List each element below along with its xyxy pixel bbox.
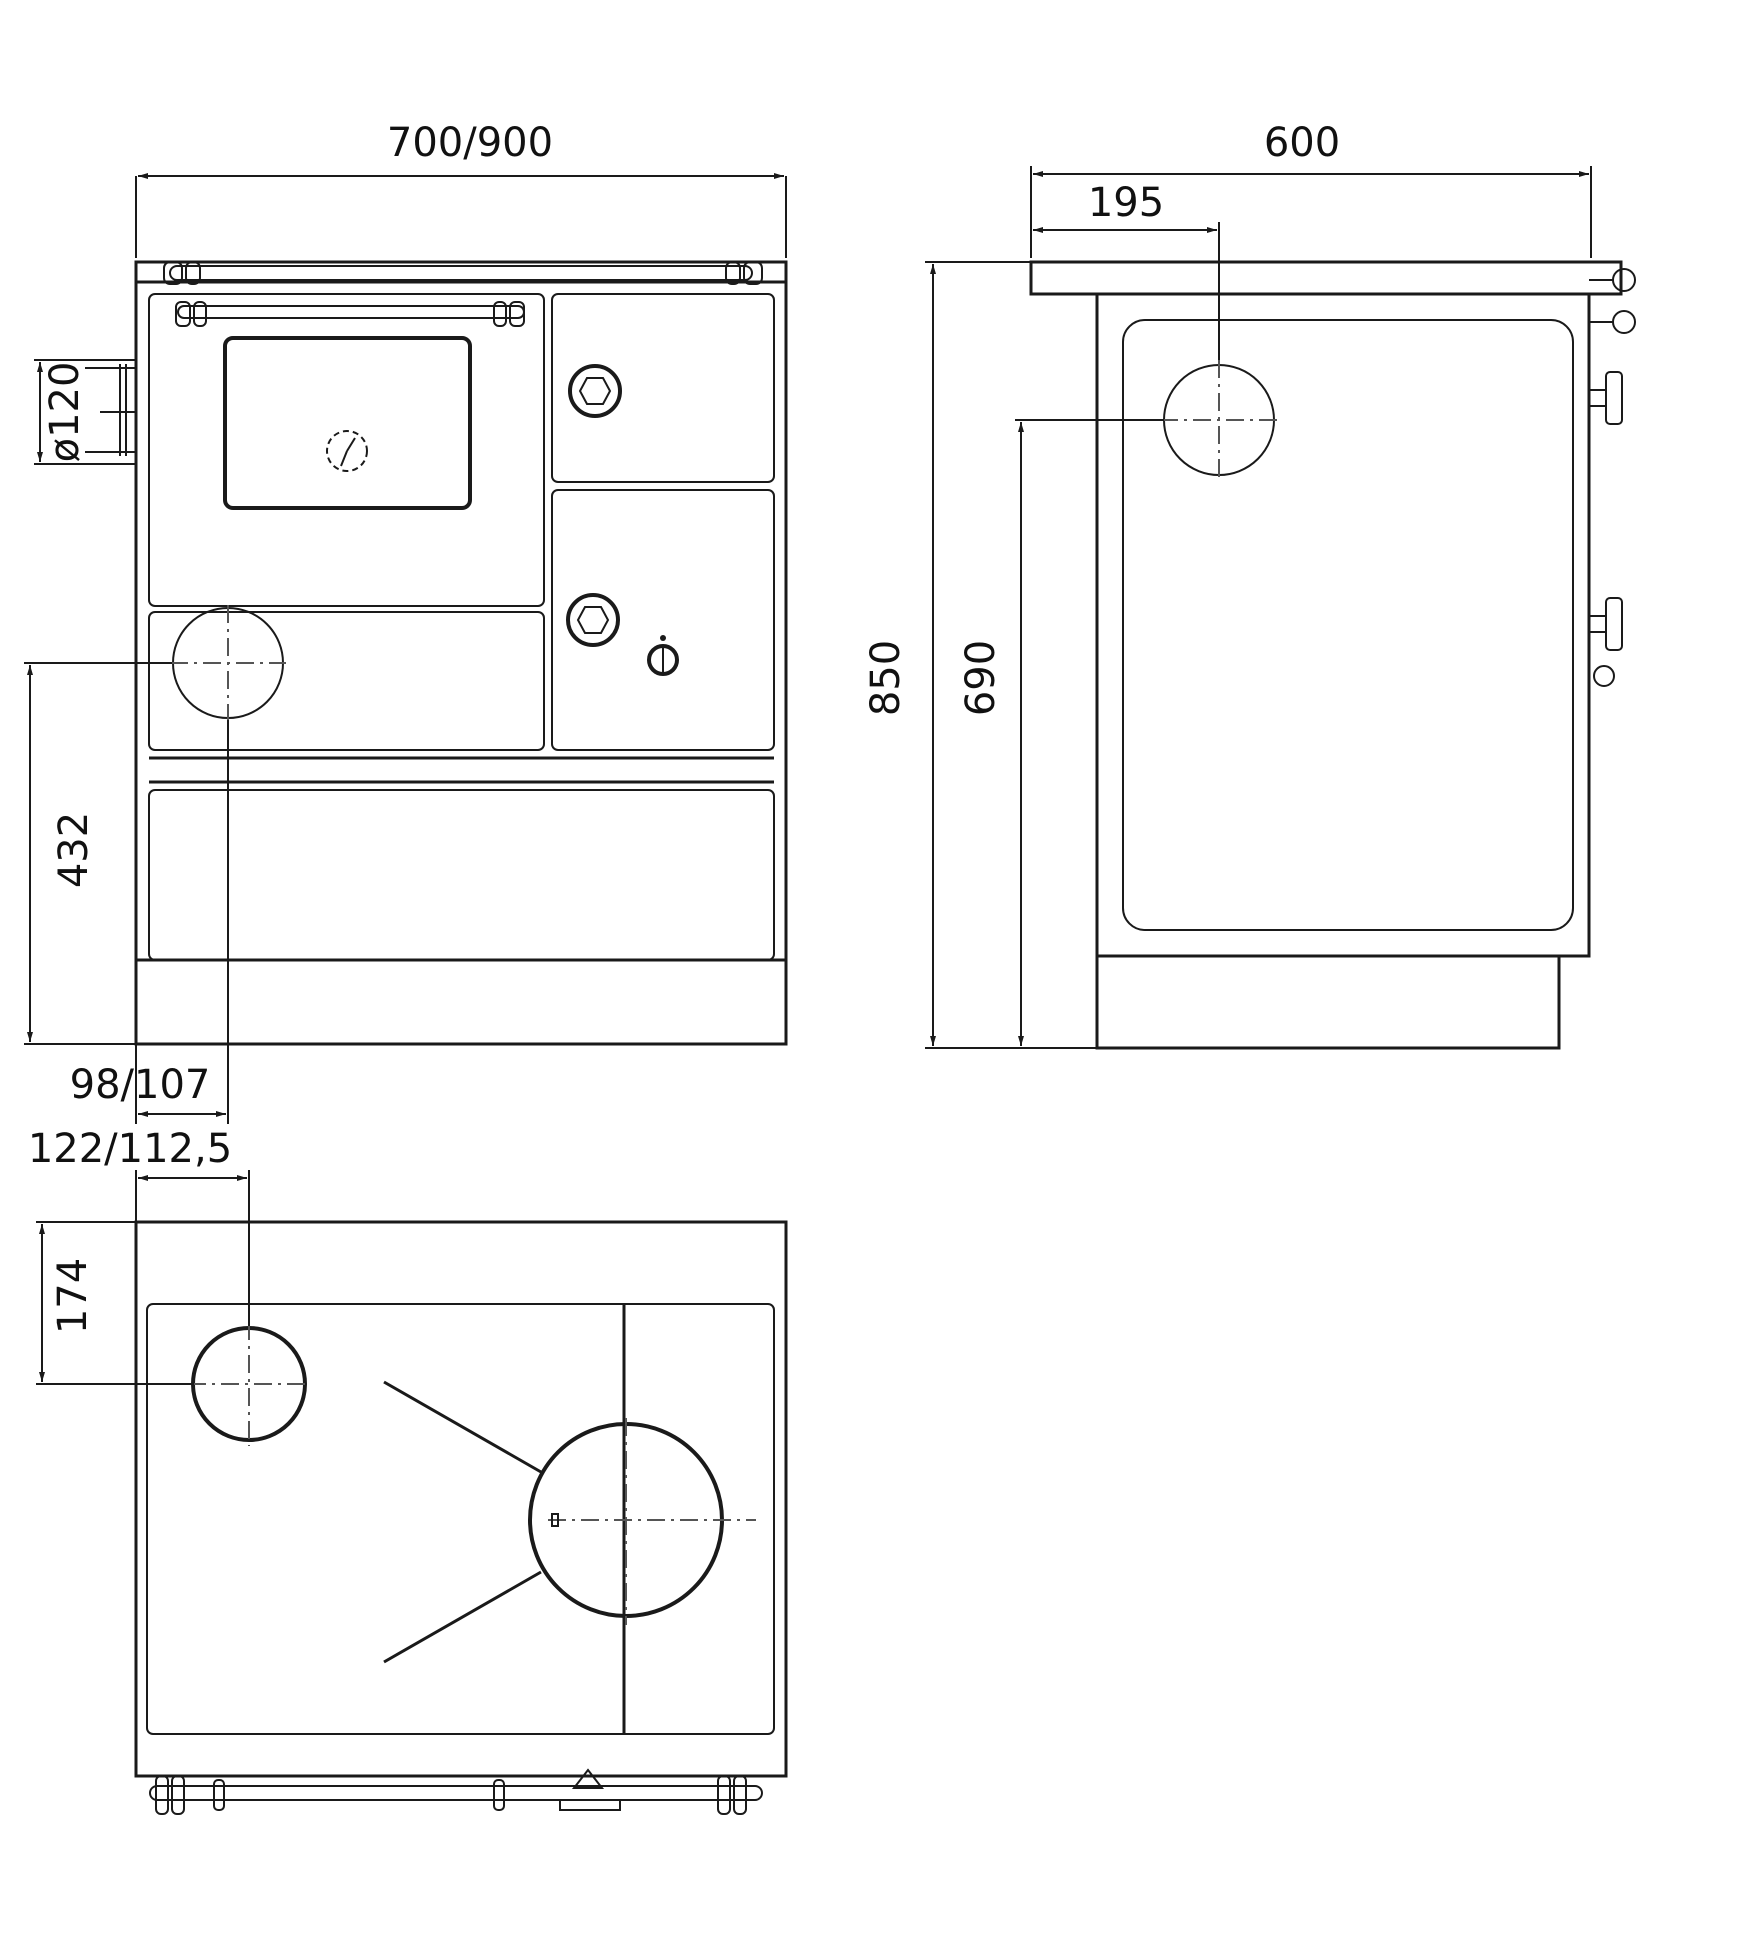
side-plinth: [1095, 954, 1561, 1050]
label-top-offset-y: 174: [50, 1258, 96, 1334]
dim-flue-height-front: [24, 662, 172, 1045]
top-front-rail: [149, 1768, 763, 1815]
label-flue-height-side: 690: [958, 640, 1004, 716]
side-rail-knobs: [1589, 268, 1636, 334]
front-oven-door: [148, 293, 545, 607]
top-body-outline: [134, 1220, 788, 1778]
label-flue-offset-front: 98/107: [70, 1062, 211, 1108]
ring-notch: [551, 1513, 559, 1527]
top-view: [134, 1220, 788, 1815]
label-flue-height-front: 432: [51, 812, 97, 888]
label-total-height: 850: [863, 640, 909, 716]
side-view: [1029, 260, 1636, 1050]
top-cooking-plate: [146, 1303, 775, 1735]
dim-flue-offset-front: [135, 720, 229, 1124]
lower-knob-icon: [566, 593, 620, 647]
label-top-offset-x: 122/112,5: [28, 1126, 232, 1172]
dim-side-depth: [1030, 166, 1592, 258]
dim-flue-diameter: [34, 359, 136, 465]
side-upper-handle: [1588, 371, 1623, 425]
side-panel: [1122, 319, 1574, 931]
front-wood-drawer: [148, 789, 775, 961]
label-flue-diameter: ø120: [42, 362, 88, 463]
air-regulator-icon: [647, 635, 679, 676]
front-ash-door: [148, 611, 545, 751]
front-oven-handle: [175, 301, 525, 327]
dim-flue-height-side: [1015, 419, 1164, 1046]
dim-flue-offset-side: [1033, 222, 1220, 360]
dim-top-offset-y: [36, 1221, 194, 1385]
label-front-width: 700/900: [387, 120, 553, 166]
front-oven-window: [223, 336, 472, 510]
side-lower-handle: [1588, 597, 1623, 687]
front-fire-door-upper: [551, 293, 775, 483]
front-fire-door-lower: [551, 489, 775, 751]
front-view: [85, 260, 788, 1046]
label-side-depth: 600: [1264, 120, 1340, 166]
dim-front-width: [135, 173, 787, 258]
dim-top-offset-x: [135, 1170, 250, 1326]
side-flue-stub: [85, 364, 136, 456]
dim-total-height: [925, 261, 1097, 1049]
heat-channel-line-upper: [383, 1380, 542, 1474]
thermometer-icon: [326, 430, 368, 472]
front-towel-rail: [163, 261, 763, 285]
upper-knob-icon: [568, 364, 622, 418]
heat-channel-line-lower: [383, 1570, 542, 1664]
front-body-outline: [134, 260, 788, 1046]
side-top-plate: [1029, 260, 1623, 296]
label-flue-offset-side: 195: [1088, 180, 1164, 226]
